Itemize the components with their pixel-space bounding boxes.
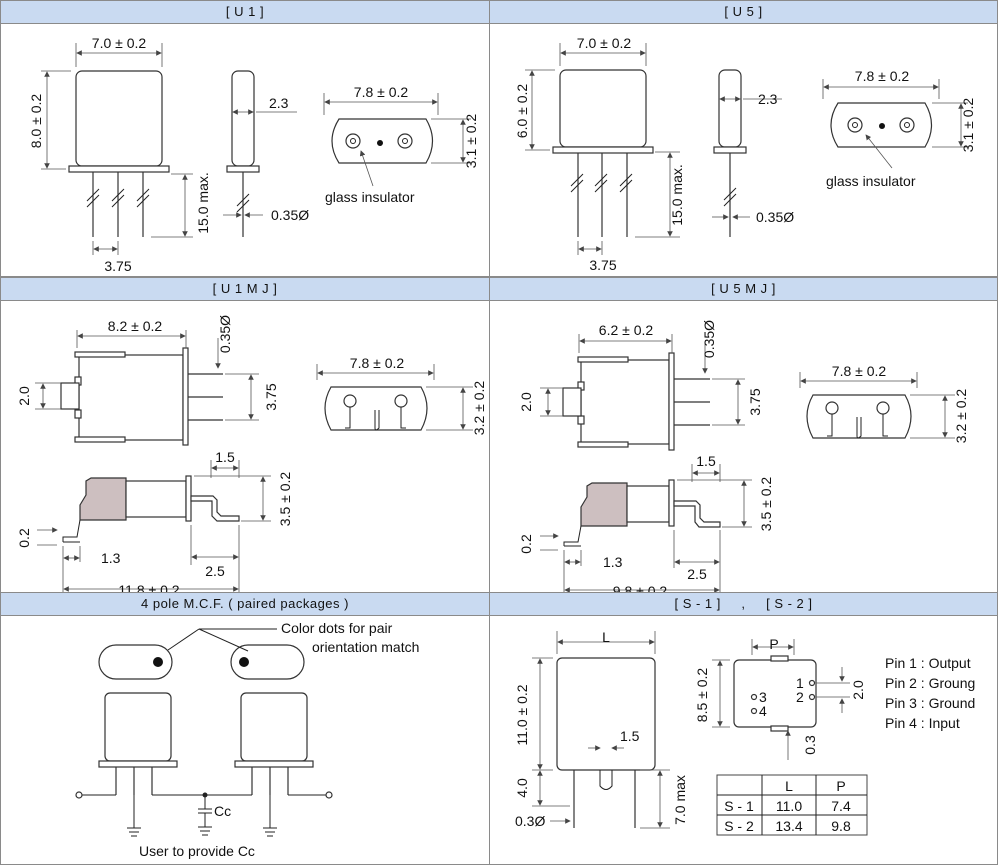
table-header-L: L bbox=[785, 778, 793, 794]
panel-u5: [ U 5 ] 7.0 ± 0.2 6.0 ± 0.2 15.0 max. 3.… bbox=[489, 0, 998, 277]
s-lead-max-dim: 7.0 max bbox=[672, 775, 688, 825]
u1-pitch-dim: 3.75 bbox=[104, 258, 131, 274]
panel-s: [ S - 1 ] , [ S - 2 ] L 11.0 ± 0.2 4.0 1… bbox=[489, 592, 998, 865]
s-gap-dim: 1.5 bbox=[620, 728, 640, 744]
u5mj-base-height-dim: 3.2 ± 0.2 bbox=[953, 389, 969, 444]
s-pin3-num: 3 bbox=[759, 689, 767, 705]
crystal-base bbox=[68, 165, 170, 173]
u1-base-height-dim: 3.1 ± 0.2 bbox=[463, 114, 479, 169]
u1mj-height-dim: 3.5 ± 0.2 bbox=[277, 472, 293, 527]
table-cell: 13.4 bbox=[775, 818, 802, 834]
panel-u1mj: [ U 1 M J ] 8.2 ± 0.2 0.35Ø 2.0 3.75 7.8… bbox=[0, 277, 490, 600]
s-offset-dim: 0.3 bbox=[802, 735, 818, 755]
u5mj-width-dim: 6.2 ± 0.2 bbox=[599, 322, 654, 338]
u5-side-dim: 2.3 bbox=[758, 91, 778, 107]
panel-title: [ U 1 M J ] bbox=[1, 278, 489, 301]
u5mj-pitch-dim: 3.75 bbox=[747, 388, 763, 415]
panel-title: [ U 5 M J ] bbox=[490, 278, 997, 301]
s-dimension-table: L P S - 1 11.0 7.4 S - 2 13.4 9.8 bbox=[716, 774, 868, 836]
u1mj-thick-dim: 0.2 bbox=[16, 528, 32, 548]
u1mj-drawing: 8.2 ± 0.2 0.35Ø 2.0 3.75 7.8 ± 0.2 3.2 ±… bbox=[16, 315, 487, 600]
u1mj-lead-dia-dim: 0.35Ø bbox=[217, 315, 233, 353]
s-lead-dim: 4.0 bbox=[514, 778, 530, 798]
panel-mcf: 4 pole M.C.F. ( paired packages ) Color … bbox=[0, 592, 490, 865]
base-view bbox=[331, 118, 434, 164]
table-cell: S - 2 bbox=[724, 818, 754, 834]
s-pin-3: Pin 3 : Ground bbox=[885, 695, 975, 711]
u5mj-height-dim: 3.5 ± 0.2 bbox=[758, 477, 774, 532]
u5mj-thick-dim: 0.2 bbox=[518, 534, 534, 554]
u1mj-base-width-dim: 7.8 ± 0.2 bbox=[350, 355, 405, 371]
s-pin2-num: 2 bbox=[796, 689, 804, 705]
u5-pitch-dim: 3.75 bbox=[589, 257, 616, 273]
u5-base-width-dim: 7.8 ± 0.2 bbox=[855, 68, 910, 84]
mcf-cap-label: Cc bbox=[214, 803, 231, 819]
panel-title: [ U 1 ] bbox=[1, 1, 489, 24]
s-pin4-num: 4 bbox=[759, 703, 767, 719]
u5mj-lead-out-dim: 2.5 bbox=[687, 566, 707, 582]
table-cell: 7.4 bbox=[831, 798, 851, 814]
u1-width-dim: 7.0 ± 0.2 bbox=[92, 35, 147, 51]
side-view bbox=[231, 70, 255, 167]
mcf-user-note: User to provide Cc bbox=[139, 843, 255, 859]
s-drawing: L 11.0 ± 0.2 4.0 1.5 7.0 max 0.3Ø P 1 2 … bbox=[514, 629, 975, 836]
mcf-note-line2: orientation match bbox=[312, 639, 419, 655]
table-cell: S - 1 bbox=[724, 798, 754, 814]
u1mj-base-height-dim: 3.2 ± 0.2 bbox=[471, 381, 487, 436]
u1-lead-length-dim: 15.0 max. bbox=[195, 172, 211, 233]
panel-u1: [ U 1 ] 7.0 ± 0.2 8.0 ± 0.2 15.0 max. 3.… bbox=[0, 0, 490, 277]
u1mj-width-dim: 8.2 ± 0.2 bbox=[108, 318, 163, 334]
u1-insulator-label: glass insulator bbox=[325, 189, 415, 205]
u1mj-lead-out-dim: 2.5 bbox=[205, 563, 225, 579]
u1mj-foot-dim: 1.3 bbox=[101, 550, 121, 566]
u5-width-dim: 7.0 ± 0.2 bbox=[577, 35, 632, 51]
mcf-drawing: Color dots for pair orientation match Cc… bbox=[75, 620, 419, 859]
s-pin-2: Pin 2 : Groung bbox=[885, 675, 975, 691]
crystal-body bbox=[75, 70, 163, 167]
table-cell: 11.0 bbox=[776, 798, 802, 814]
u1-drawing: 7.0 ± 0.2 8.0 ± 0.2 15.0 max. 3.75 2.3 0… bbox=[28, 35, 479, 274]
panel-title: [ S - 1 ] , [ S - 2 ] bbox=[490, 593, 997, 616]
panel-title: [ U 5 ] bbox=[490, 1, 997, 24]
u5-lead-length-dim: 15.0 max. bbox=[669, 164, 685, 225]
panel-u5mj: [ U 5 M J ] 6.2 ± 0.2 0.35Ø 2.0 3.75 7.8… bbox=[489, 277, 998, 600]
s-pin-1: Pin 1 : Output bbox=[885, 655, 971, 671]
u1-lead-dia-dim: 0.35Ø bbox=[271, 207, 309, 223]
u5-height-dim: 6.0 ± 0.2 bbox=[514, 84, 530, 139]
s-pin1-num: 1 bbox=[796, 675, 804, 691]
u1-side-dim: 2.3 bbox=[269, 95, 289, 111]
u1mj-tab-dim: 2.0 bbox=[16, 386, 32, 406]
mcf-note-line1: Color dots for pair bbox=[281, 620, 393, 636]
u5mj-foot-dim: 1.3 bbox=[603, 554, 623, 570]
u5mj-lead-dia-dim: 0.35Ø bbox=[701, 320, 717, 358]
panel-title: 4 pole M.C.F. ( paired packages ) bbox=[1, 593, 489, 616]
u5mj-tab-dim: 2.0 bbox=[518, 392, 534, 412]
u5-lead-dia-dim: 0.35Ø bbox=[756, 209, 794, 225]
u5-base-height-dim: 3.1 ± 0.2 bbox=[960, 98, 976, 153]
s-L-dim: L bbox=[602, 629, 610, 645]
u5mj-drawing: 6.2 ± 0.2 0.35Ø 2.0 3.75 7.8 ± 0.2 3.2 ±… bbox=[518, 320, 969, 600]
u5-drawing: 7.0 ± 0.2 6.0 ± 0.2 15.0 max. 3.75 2.3 0… bbox=[514, 35, 976, 273]
s-pin-4: Pin 4 : Input bbox=[885, 715, 960, 731]
s-pin-gap-dim: 2.0 bbox=[850, 680, 866, 700]
table-cell: 9.8 bbox=[831, 818, 851, 834]
u5-insulator-label: glass insulator bbox=[826, 173, 916, 189]
u1mj-pitch-dim: 3.75 bbox=[263, 383, 279, 410]
s-body-height-dim: 8.5 ± 0.2 bbox=[694, 668, 710, 723]
s-height-dim: 11.0 ± 0.2 bbox=[514, 684, 530, 745]
u1-height-dim: 8.0 ± 0.2 bbox=[28, 94, 44, 149]
table-header-P: P bbox=[836, 778, 845, 794]
u5mj-bend-dim: 1.5 bbox=[696, 453, 716, 469]
s-lead-dia-dim: 0.3Ø bbox=[515, 813, 545, 829]
u1mj-bend-dim: 1.5 bbox=[215, 449, 235, 465]
s-P-dim: P bbox=[769, 636, 778, 652]
u5mj-base-width-dim: 7.8 ± 0.2 bbox=[832, 363, 887, 379]
u1-base-width-dim: 7.8 ± 0.2 bbox=[354, 84, 409, 100]
